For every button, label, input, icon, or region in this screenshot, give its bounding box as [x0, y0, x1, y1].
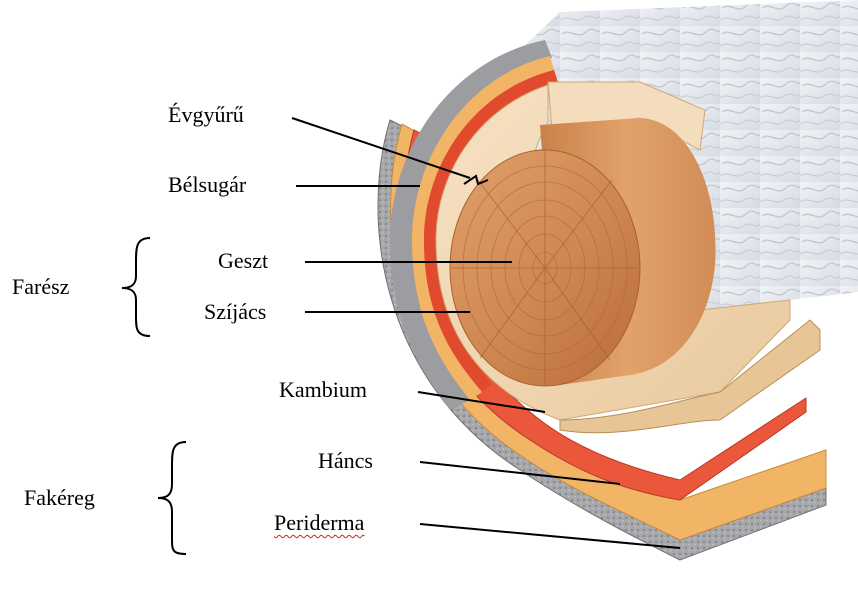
brace-faresz [122, 238, 150, 336]
label-evgyuru: Évgyűrű [168, 104, 244, 126]
label-periderma: Periderma [274, 512, 364, 534]
label-geszt: Geszt [218, 250, 268, 272]
label-kambium: Kambium [279, 379, 367, 401]
group-faresz: Farész [12, 276, 69, 298]
label-szijacs: Szíjács [204, 301, 266, 323]
label-belsugar: Bélsugár [168, 174, 246, 196]
brace-fakereg [158, 442, 186, 554]
group-fakereg: Fakéreg [24, 487, 95, 509]
label-hancs: Háncs [318, 450, 373, 472]
